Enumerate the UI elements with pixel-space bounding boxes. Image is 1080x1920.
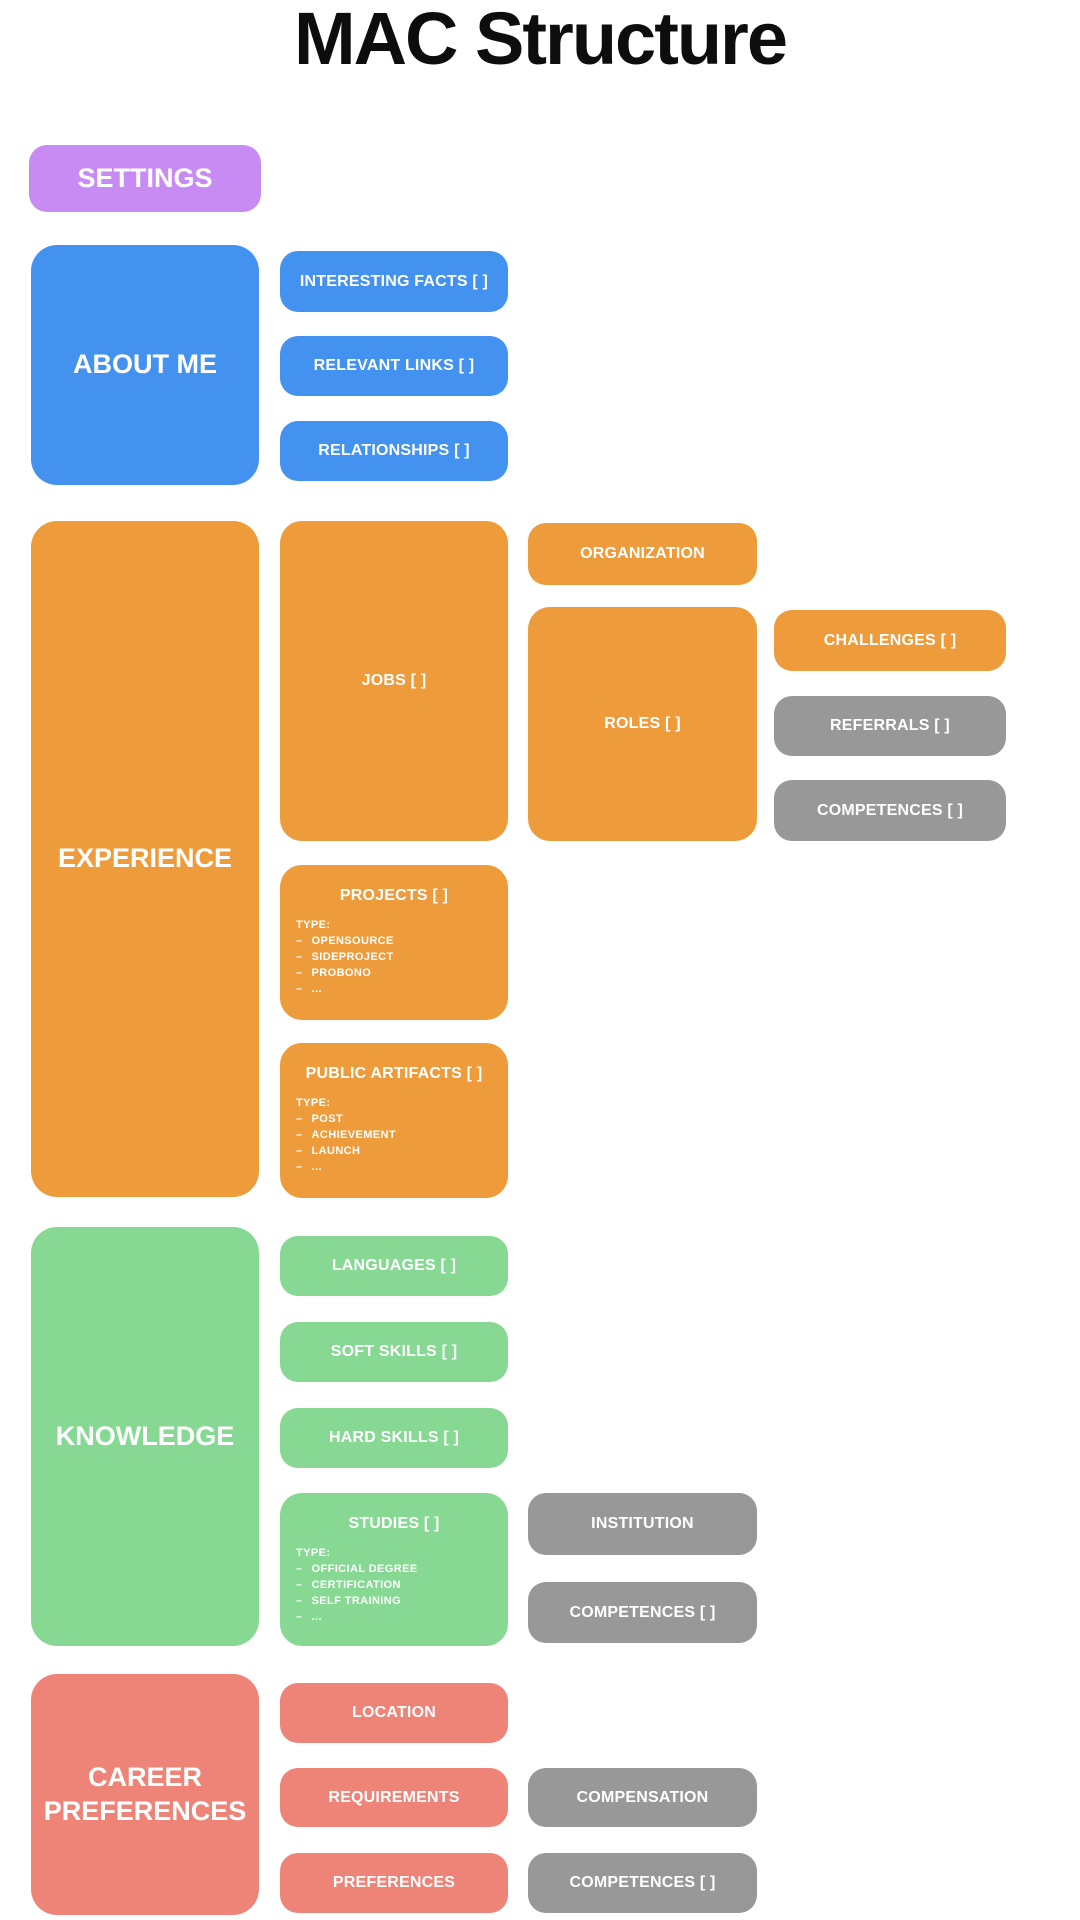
compensation-node: COMPENSATION [528,1768,757,1827]
type-item: CERTIFICATION [296,1577,492,1593]
type-item: OFFICIAL DEGREE [296,1561,492,1577]
node-label: SOFT SKILLS [ ] [330,1343,458,1360]
organization-node: ORGANIZATION [528,523,757,585]
languages-node: LANGUAGES [ ] [280,1236,508,1296]
node-label: PUBLIC ARTIFACTS [ ] [305,1065,483,1082]
node-label: COMPETENCES [ ] [569,1874,716,1891]
interesting-facts-node: INTERESTING FACTS [ ] [280,251,508,312]
type-heading: TYPE: [296,1097,331,1109]
type-item: ... [296,1609,492,1625]
node-label: ROLES [ ] [604,715,681,732]
type-item: ... [296,1159,492,1175]
relationships-node: RELATIONSHIPS [ ] [280,421,508,481]
node-label: COMPENSATION [576,1788,709,1806]
roles-competences-node: COMPETENCES [ ] [774,780,1006,841]
type-heading: TYPE: [296,1547,331,1559]
type-item: OPENSOURCE [296,933,492,949]
experience-node: EXPERIENCE [31,521,259,1197]
type-item: SIDEPROJECT [296,949,492,965]
relevant-links-node: RELEVANT LINKS [ ] [280,336,508,396]
about-me-node: ABOUT ME [31,245,259,485]
hard-skills-node: HARD SKILLS [ ] [280,1408,508,1468]
node-label: HARD SKILLS [ ] [328,1429,460,1446]
public-artifacts-node: PUBLIC ARTIFACTS [ ] TYPE: POST ACHIEVEM… [280,1043,508,1198]
type-list: TYPE: OPENSOURCE SIDEPROJECT PROBONO ... [296,917,492,997]
type-item: SELF TRAINING [296,1593,492,1609]
node-label: SETTINGS [77,162,213,193]
studies-node: STUDIES [ ] TYPE: OFFICIAL DEGREE CERTIF… [280,1493,508,1646]
node-label: CAREER PREFERENCES [43,1761,247,1826]
type-item: LAUNCH [296,1143,492,1159]
institution-node: INSTITUTION [528,1493,757,1555]
node-label: RELATIONSHIPS [ ] [318,442,470,459]
location-node: LOCATION [280,1683,508,1743]
node-label: LOCATION [352,1704,436,1721]
jobs-node: JOBS [ ] [280,521,508,841]
node-label: REFERRALS [ ] [830,717,950,734]
projects-node: PROJECTS [ ] TYPE: OPENSOURCE SIDEPROJEC… [280,865,508,1020]
roles-node: ROLES [ ] [528,607,757,841]
node-label: COMPETENCES [ ] [816,801,964,819]
type-heading: TYPE: [296,919,331,931]
career-preferences-node: CAREER PREFERENCES [31,1674,259,1915]
node-label: LANGUAGES [ ] [331,1257,457,1274]
career-competences-node: COMPETENCES [ ] [528,1853,757,1913]
challenges-node: CHALLENGES [ ] [774,610,1006,671]
knowledge-node: KNOWLEDGE [31,1227,259,1646]
node-label: CHALLENGES [ ] [823,631,957,649]
node-label: INTERESTING FACTS [ ] [299,272,489,290]
node-label: REQUIREMENTS [328,1788,460,1806]
type-item: PROBONO [296,965,492,981]
page-title: MAC Structure [293,0,788,80]
node-label: STUDIES [ ] [348,1515,440,1532]
node-label: RELEVANT LINKS [ ] [313,357,475,374]
type-list: TYPE: POST ACHIEVEMENT LAUNCH ... [296,1095,492,1175]
node-label: ABOUT ME [73,349,217,380]
settings-node: SETTINGS [29,145,261,212]
node-label: ORGANIZATION [580,545,705,562]
node-label: COMPETENCES [ ] [569,1603,716,1621]
node-label: PREFERENCES [332,1874,456,1891]
preferences-node: PREFERENCES [280,1853,508,1913]
type-item: ACHIEVEMENT [296,1127,492,1143]
node-label: KNOWLEDGE [55,1420,235,1451]
soft-skills-node: SOFT SKILLS [ ] [280,1322,508,1382]
type-item: POST [296,1111,492,1127]
node-label: EXPERIENCE [57,843,233,874]
type-list: TYPE: OFFICIAL DEGREE CERTIFICATION SELF… [296,1545,492,1625]
node-label: INSTITUTION [591,1515,694,1532]
requirements-node: REQUIREMENTS [280,1768,508,1827]
studies-competences-node: COMPETENCES [ ] [528,1582,757,1643]
referrals-node: REFERRALS [ ] [774,696,1006,756]
node-label: JOBS [ ] [361,672,427,689]
type-item: ... [296,981,492,997]
node-label: PROJECTS [ ] [339,887,449,904]
